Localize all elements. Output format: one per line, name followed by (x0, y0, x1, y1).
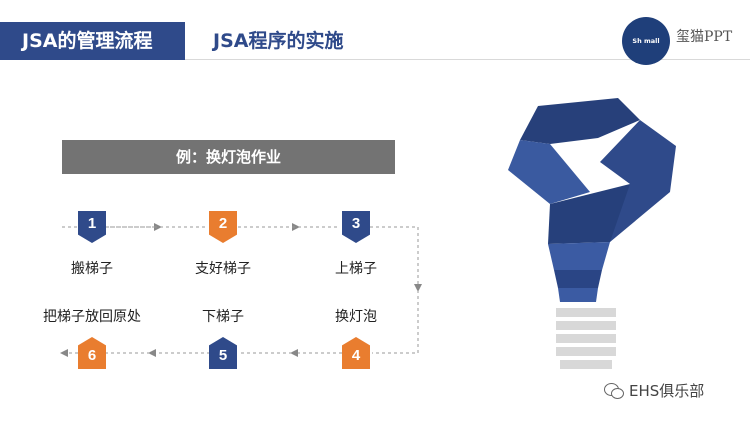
watermark: EHS俱乐部 (604, 380, 704, 401)
page-title: JSA程序的实施 (213, 30, 344, 52)
step-5-label: 下梯子 (202, 309, 244, 325)
step-3-label: 上梯子 (335, 261, 377, 277)
watermark-text: EHS俱乐部 (629, 382, 705, 400)
section-tab[interactable]: JSA的管理流程 (0, 22, 185, 60)
example-title-bar: 例：换灯泡作业 (62, 140, 395, 174)
brand-logo: Sh mall (622, 17, 670, 65)
connector-3-4 (370, 226, 422, 292)
header-divider (185, 59, 750, 60)
step-1-label: 搬梯子 (71, 261, 113, 277)
lightbulb-icon (508, 98, 676, 369)
brand-text: 玺猫PPT (676, 29, 733, 45)
step-2-label: 支好梯子 (195, 261, 251, 277)
wechat-icon (604, 382, 624, 399)
step-6-label: 把梯子放回原处 (43, 309, 141, 325)
header: JSA的管理流程 JSA程序的实施 Sh mall 玺猫PPT (0, 0, 750, 80)
step-4-label: 换灯泡 (335, 309, 377, 325)
